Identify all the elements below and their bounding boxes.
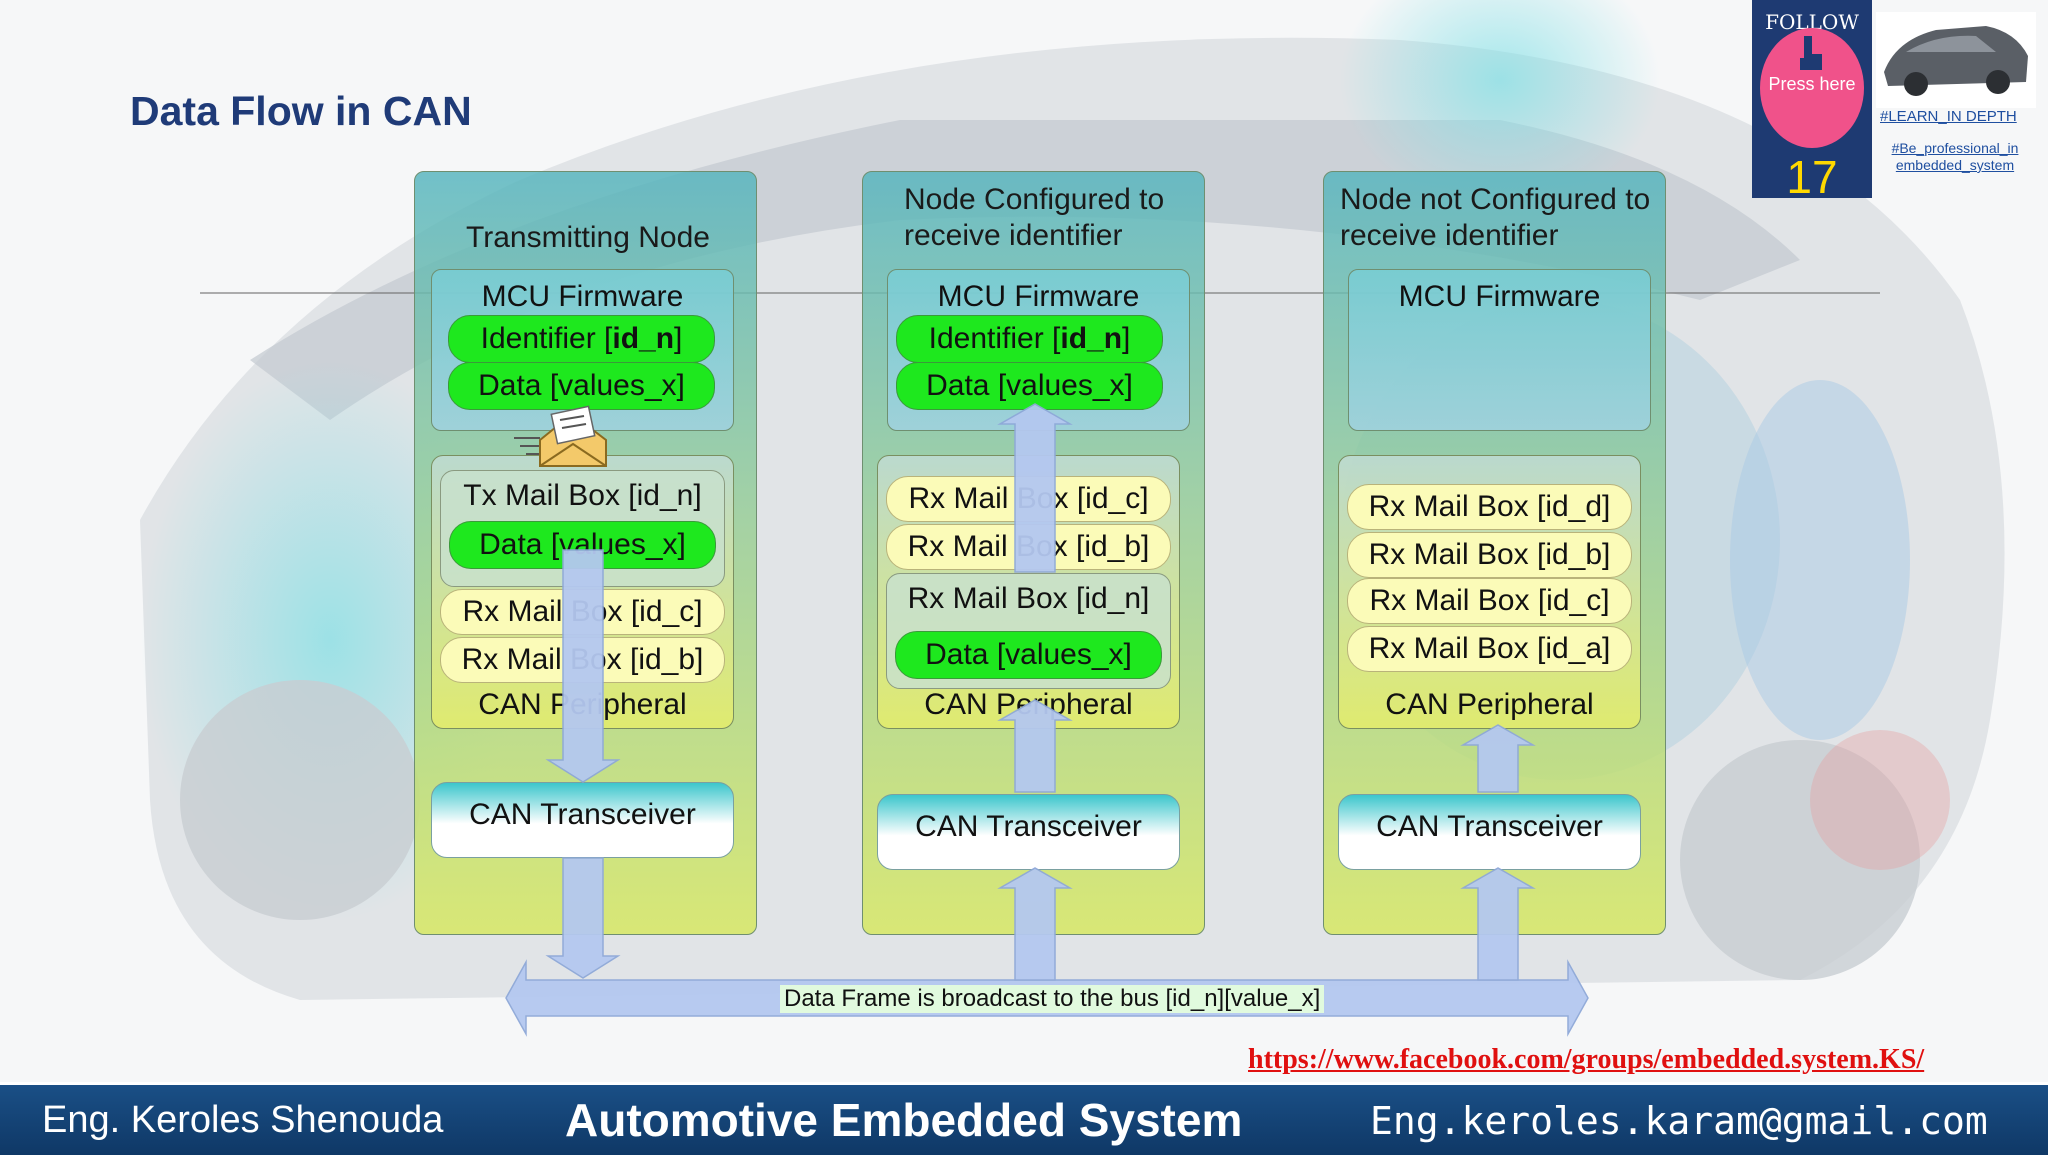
can-peripheral-block: Rx Mail Box [id_d] Rx Mail Box [id_b] Rx… [1338,455,1641,729]
footer-course-title: Automotive Embedded System [565,1094,1243,1146]
can-peripheral-label: CAN Peripheral [924,688,1133,721]
mcu-firmware-block: MCU Firmware [1348,269,1651,431]
rx-data-pill: Data [values_x] [895,631,1162,679]
rx-mailbox: Rx Mail Box [id_c] [886,476,1171,522]
rx-mailbox: Rx Mail Box [id_c] [440,589,725,635]
identifier-pill: Identifier [id_n] [896,315,1163,363]
rx-mailbox: Rx Mail Box [id_c] [1347,578,1632,624]
tx-data-pill: Data [values_x] [449,521,716,569]
page-title: Data Flow in CAN [130,88,472,134]
matched-rx-mailbox-label: Rx Mail Box [id_n] [907,582,1150,615]
rx-mailbox: Rx Mail Box [id_d] [1347,484,1632,530]
can-transceiver: CAN Transceiver [431,782,734,858]
column-header: Node not Configured to receive identifie… [1340,182,1650,254]
column-header: Node Configured to receive identifier [904,182,1164,254]
data-pill: Data [values_x] [448,362,715,410]
engine-car-thumbnail [1876,12,2036,108]
can-transceiver: CAN Transceiver [877,794,1180,870]
mcu-firmware-block: MCU Firmware Identifier [id_n] Data [val… [431,269,734,431]
data-pill: Data [values_x] [896,362,1163,410]
bus-label: Data Frame is broadcast to the bus [id_n… [780,985,1325,1013]
column-header-line2: receive identifier [1340,219,1559,252]
column-header-line1: Node not Configured to [1340,183,1651,216]
identifier-suffix: ] [674,322,683,355]
can-transceiver: CAN Transceiver [1338,794,1641,870]
footer-email: Eng.keroles.karam@gmail.com [1370,1099,1988,1143]
identifier-suffix: ] [1122,322,1131,355]
mcu-firmware-label: MCU Firmware [937,280,1140,313]
mcu-firmware-label: MCU Firmware [1398,280,1601,313]
transmitting-node-column: Transmitting Node MCU Firmware Identifie… [414,171,757,935]
footer-author: Eng. Keroles Shenouda [42,1099,444,1141]
can-peripheral-block: Rx Mail Box [id_c] Rx Mail Box [id_b] Rx… [877,455,1180,729]
identifier-prefix: Identifier [ [480,322,613,355]
rx-mailbox: Rx Mail Box [id_a] [1347,626,1632,672]
identifier-pill: Identifier [id_n] [448,315,715,363]
can-peripheral-label: CAN Peripheral [1385,688,1594,721]
tx-mailbox: Tx Mail Box [id_n] Data [values_x] [440,470,725,587]
rx-mailbox: Rx Mail Box [id_b] [440,637,725,683]
pointing-hand-icon [1800,36,1822,70]
learn-in-depth-hashtag[interactable]: #LEARN_IN DEPTH [1880,108,2017,125]
can-peripheral-label: CAN Peripheral [478,688,687,721]
identifier-value: id_n [1060,322,1123,355]
rx-mailbox: Rx Mail Box [id_b] [1347,532,1632,578]
matched-rx-mailbox: Rx Mail Box [id_n] Data [values_x] [886,573,1171,689]
column-header-line2: receive identifier [904,219,1123,252]
slide-number: 17 [1786,151,1838,203]
identifier-value: id_n [612,322,675,355]
facebook-group-link[interactable]: https://www.facebook.com/groups/embedded… [1248,1044,1925,1075]
press-here-button[interactable]: Press here [1760,28,1864,148]
be-professional-hashtag[interactable]: #Be_professional_in embedded_system [1891,140,2019,173]
footer-bar: Eng. Keroles Shenouda Automotive Embedde… [0,1082,2048,1155]
follow-us-badge[interactable]: FOLLOW US Press here 17 [1752,0,1872,203]
column-header-line1: Node Configured to [904,183,1165,216]
can-peripheral-block: Tx Mail Box [id_n] Data [values_x] Rx Ma… [431,455,734,729]
column-header: Transmitting Node [466,221,710,254]
mcu-firmware-label: MCU Firmware [481,280,684,313]
rx-mailbox: Rx Mail Box [id_b] [886,524,1171,570]
unconfigured-node-column: Node not Configured to receive identifie… [1323,171,1666,935]
identifier-prefix: Identifier [ [928,322,1061,355]
configured-node-column: Node Configured to receive identifier MC… [862,171,1205,935]
tx-mailbox-label: Tx Mail Box [id_n] [463,479,702,512]
mcu-firmware-block: MCU Firmware Identifier [id_n] Data [val… [887,269,1190,431]
press-here-label: Press here [1768,74,1856,94]
